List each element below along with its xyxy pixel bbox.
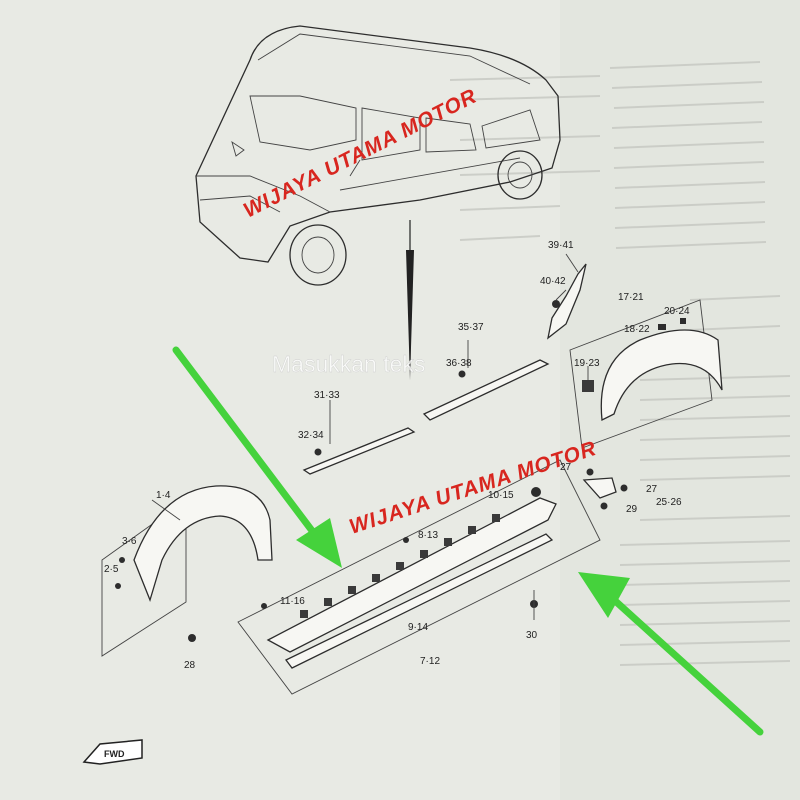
callout-17-21: 17·21 <box>618 292 644 303</box>
callout-19-23: 19·23 <box>574 358 600 369</box>
callout-labels: 39·41 40·42 17·21 20·24 18·22 35·37 36·3… <box>104 240 690 671</box>
callout-36-38: 36·38 <box>446 358 472 369</box>
part-door-moulding-upper <box>422 340 550 421</box>
part-door-moulding-lower <box>302 400 416 475</box>
clip-40-42 <box>552 300 560 308</box>
vehicle-outline <box>195 25 561 380</box>
clip-28 <box>188 634 196 642</box>
callout-31-33: 31·33 <box>314 390 340 401</box>
callout-2-5: 2·5 <box>104 564 119 575</box>
clip-10-15 <box>531 487 541 497</box>
callout-29: 29 <box>626 504 638 515</box>
clip-32-34 <box>314 448 322 456</box>
callout-39-41: 39·41 <box>548 240 574 251</box>
part-rear-garnish <box>547 253 587 340</box>
clip-20-24 <box>680 318 686 324</box>
part-front-wheel-arch <box>101 485 273 657</box>
paper-shadow <box>560 0 800 800</box>
clip-18-22 <box>658 324 666 330</box>
callout-10-15: 10·15 <box>488 490 514 501</box>
part-side-sill-group <box>237 459 628 695</box>
callout-30: 30 <box>526 630 538 641</box>
green-arrow-upper-left <box>172 346 342 568</box>
callout-40-42: 40·42 <box>540 276 566 287</box>
clip-19-23 <box>582 380 594 392</box>
callout-11-16: 11·16 <box>280 596 305 607</box>
clip-8-13 <box>403 537 409 543</box>
clip-36-38 <box>458 370 466 378</box>
callout-9-14: 9·14 <box>408 622 428 633</box>
callout-8-13: 8·13 <box>418 530 438 541</box>
bleed-through-lines <box>449 61 791 666</box>
callout-28: 28 <box>184 660 196 671</box>
callout-35-37: 35·37 <box>458 322 484 333</box>
fwd-label: FWD <box>104 749 125 759</box>
callout-7-12: 7·12 <box>420 656 440 667</box>
green-arrow-lower-right <box>578 572 764 736</box>
screw-11-16 <box>261 603 267 609</box>
callout-18-22: 18·22 <box>624 324 650 335</box>
callout-27-lower: 27 <box>646 484 658 495</box>
callout-32-34: 32·34 <box>298 430 324 441</box>
fwd-badge: FWD <box>82 739 143 765</box>
watermark-placeholder-text: Masukkan teks <box>272 351 425 377</box>
callout-20-24: 20·24 <box>664 306 690 317</box>
callout-1-4: 1·4 <box>156 490 171 501</box>
callout-25-26: 25·26 <box>656 497 682 508</box>
callout-3-6: 3·6 <box>122 536 137 547</box>
callout-27-upper: 27 <box>560 462 572 473</box>
part-rear-wheel-arch <box>569 299 723 449</box>
